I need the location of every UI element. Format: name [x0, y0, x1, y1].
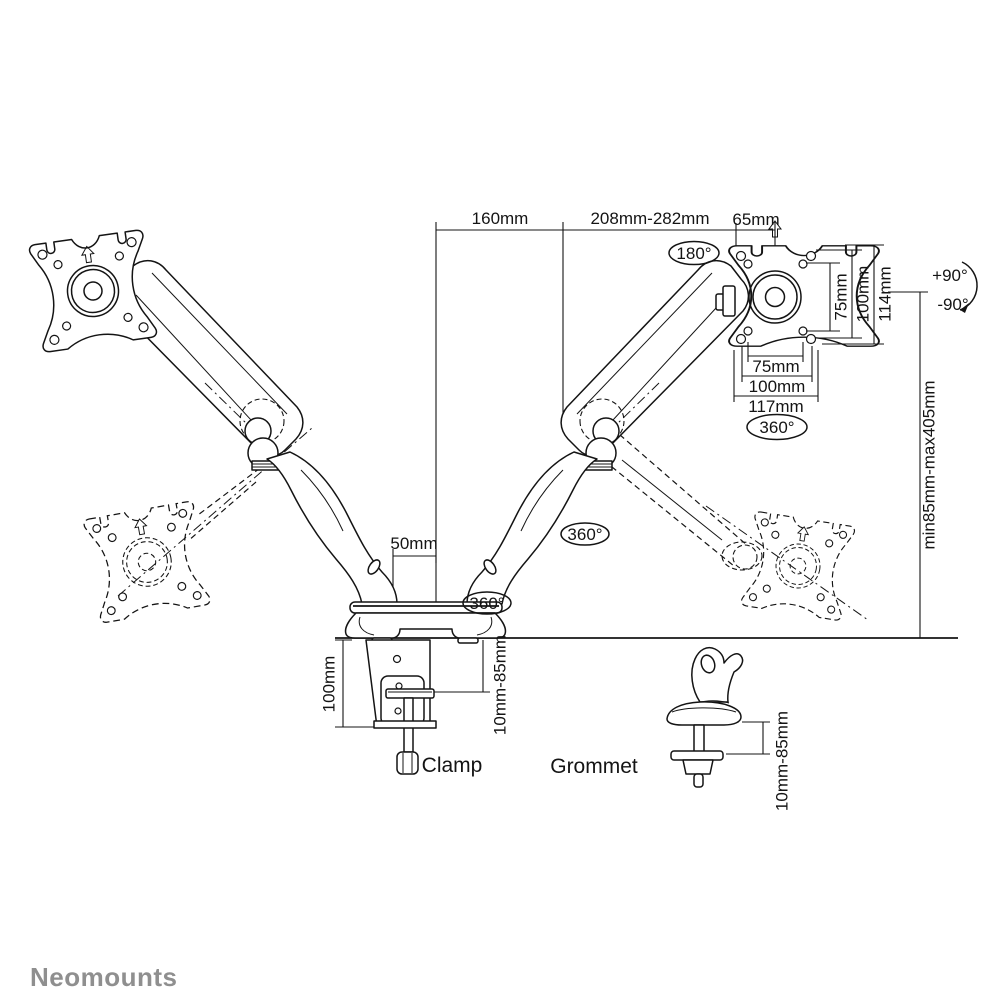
- dim-arm-spacing-label: 50mm: [390, 534, 437, 553]
- text-layer: 160mm 208mm-282mm 65mm 50mm 75mm 100mm 1…: [30, 209, 969, 992]
- base-swivel-ellipse: [462, 591, 512, 615]
- base: [344, 601, 507, 644]
- dim-vesa-h75-label: 75mm: [752, 357, 799, 376]
- dimension-lines-base-offset: [392, 549, 437, 604]
- dimension-lines-top: [435, 222, 776, 604]
- dim-vesa-offset-label: 65mm: [732, 210, 779, 229]
- dim-vesa-h100-label: 100mm: [749, 377, 806, 396]
- dim-vesa-v114-label: 114mm: [876, 266, 895, 321]
- rotation-pan-label: 180°: [676, 244, 711, 263]
- rotation-base-label: 360°: [469, 594, 504, 613]
- dimension-lines-height-range: [888, 291, 928, 638]
- dim-clamp-range-label: 10mm-85mm: [491, 635, 510, 735]
- arm-swivel-ellipse: [560, 522, 610, 546]
- left-arm: [114, 259, 398, 605]
- dim-vesa-h117-label: 117mm: [748, 397, 803, 416]
- rotation-arm-label: 360°: [567, 525, 602, 544]
- pan-ellipse: [668, 240, 720, 266]
- rotation-vesa-label: 360°: [759, 418, 794, 437]
- right-vesa-plate-alt: [741, 511, 855, 621]
- rotation-indicators: [462, 240, 978, 615]
- dim-vesa-v100-label: 100mm: [854, 266, 873, 323]
- tilt-arc-arrowhead: [960, 303, 969, 313]
- right-arm: [466, 259, 750, 605]
- dim-reach-left-label: 160mm: [472, 209, 529, 228]
- right-arm-alt-dashed: [595, 427, 869, 621]
- dim-reach-right-label: 208mm-282mm: [590, 209, 709, 228]
- right-vesa-plate: [715, 220, 880, 348]
- dimension-lines-grommet: [726, 721, 770, 755]
- vesa-rotate-ellipse: [746, 413, 808, 441]
- clamp-drawing: [365, 639, 437, 775]
- dim-vesa-v75-label: 75mm: [832, 273, 851, 320]
- tilt-up-label: +90°: [932, 266, 968, 285]
- dim-height-range-label: min85mm-max405mm: [920, 380, 939, 549]
- clamp-label: Clamp: [422, 754, 483, 777]
- left-arm-alt-dashed: [117, 427, 313, 597]
- dim-grommet-range-label: 10mm-85mm: [773, 711, 792, 811]
- dimension-lines-vesa-vertical: [806, 244, 884, 345]
- left-vesa-plate-alt: [83, 501, 210, 623]
- grommet-drawing: [666, 646, 744, 788]
- dimension-lines-vesa-horizontal: [733, 342, 819, 402]
- dim-clamp-drop-label: 100mm: [320, 656, 339, 713]
- brand-logo: Neomounts: [30, 962, 178, 992]
- tilt-down-label: -90°: [937, 295, 968, 314]
- dimension-lines-clamp: [335, 639, 490, 728]
- grommet-label: Grommet: [550, 755, 638, 778]
- left-vesa-plate: [28, 228, 158, 354]
